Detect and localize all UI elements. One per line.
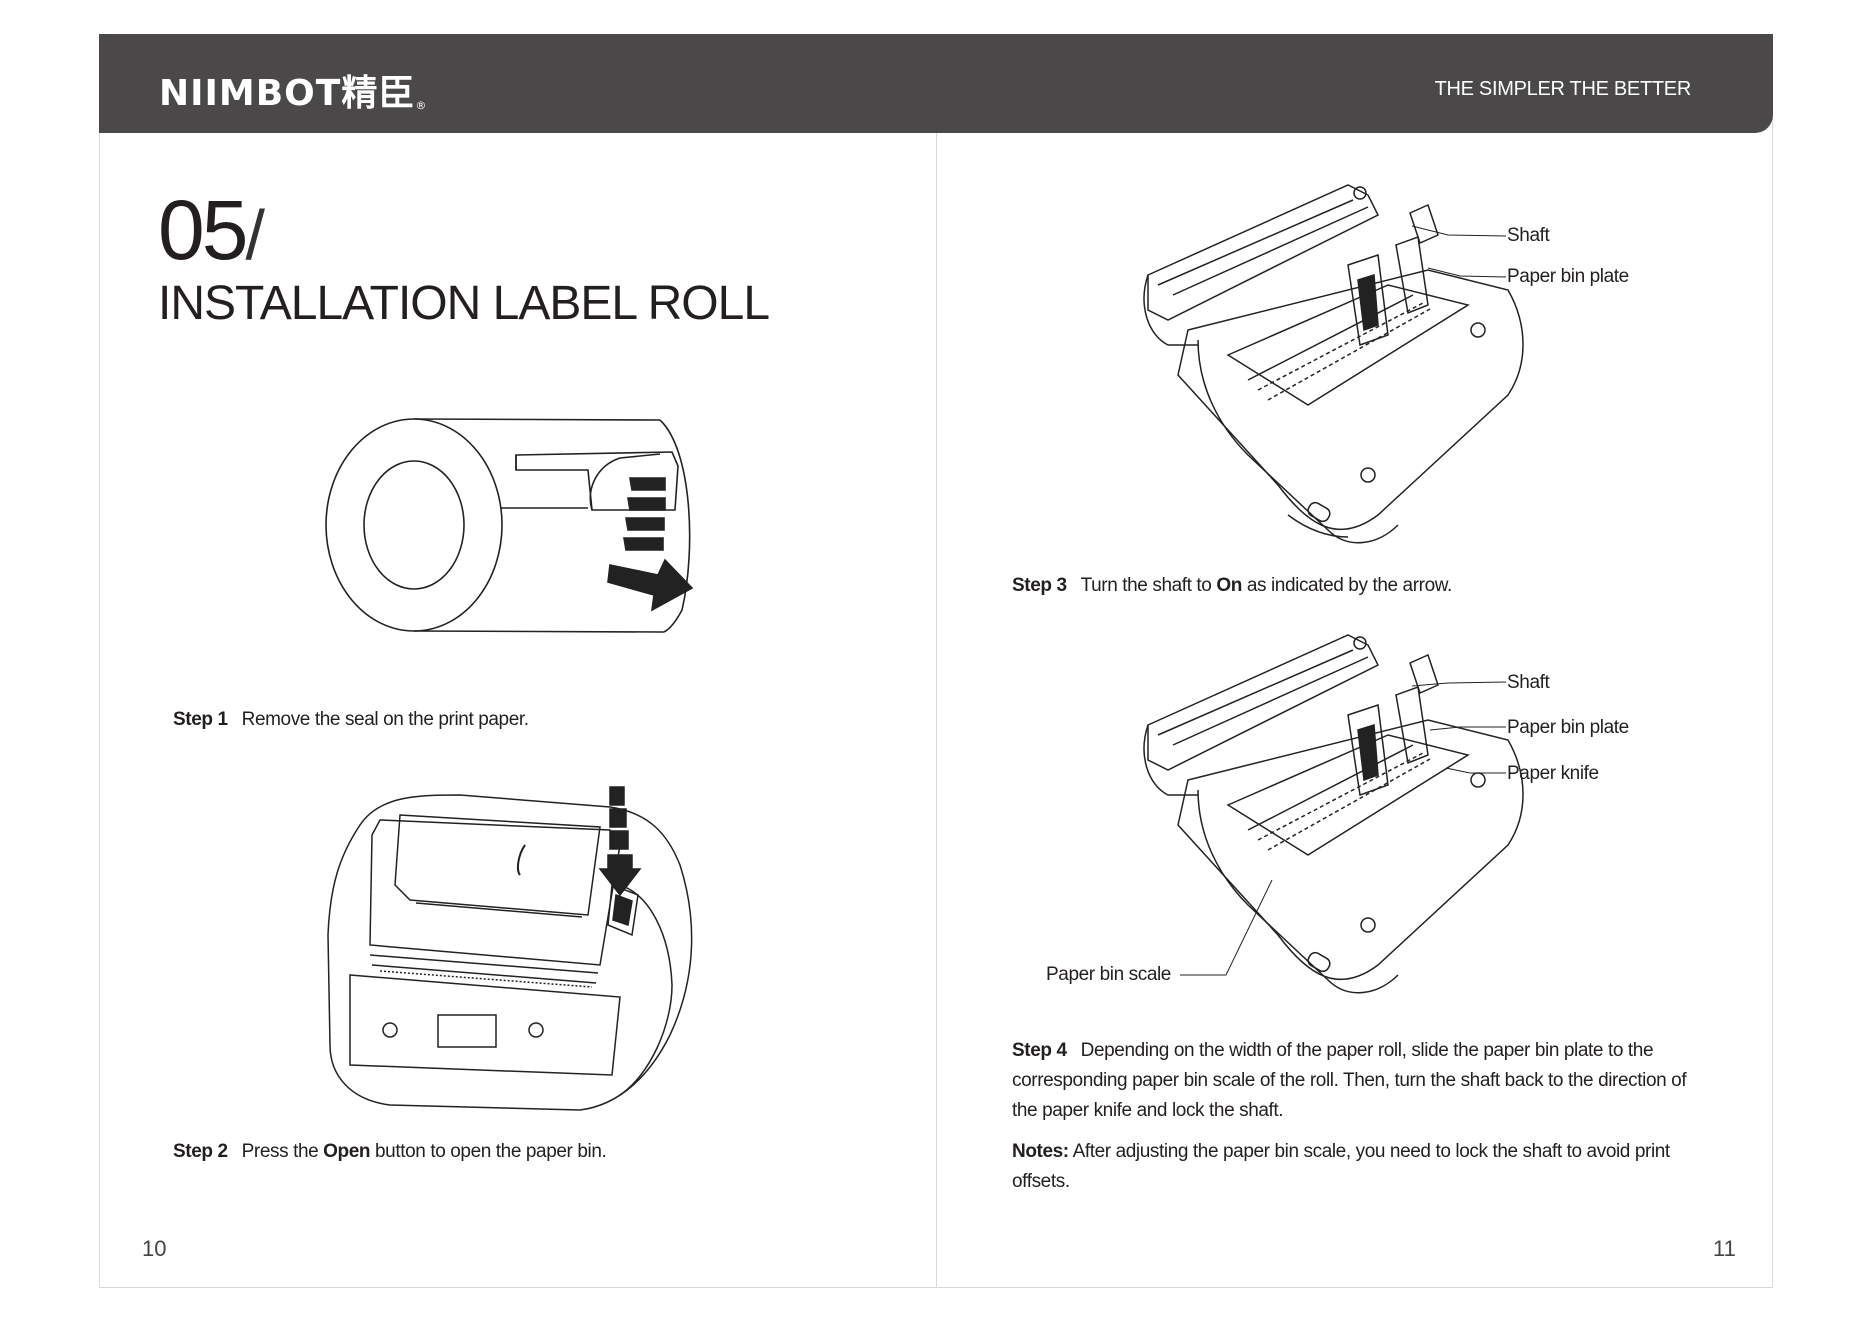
brand-logo: NIIMBOT精臣® <box>159 73 428 114</box>
callout-shaft-step4: Shaft <box>1507 672 1550 693</box>
printer-open-illustration-step3 <box>1138 185 1528 560</box>
callout-shaft-step3: Shaft <box>1507 225 1550 246</box>
chapter-title: INSTALLATION LABEL ROLL <box>158 277 770 330</box>
page-number-left: 10 <box>142 1236 167 1261</box>
callout-paper-knife-step4: Paper knife <box>1507 763 1599 784</box>
page-number-right: 11 <box>1713 1236 1736 1261</box>
printer-open-illustration-step4 <box>1138 635 1528 1010</box>
printer-closed-illustration <box>320 775 710 1120</box>
label-roll-illustration <box>320 410 700 660</box>
notes: Notes: After adjusting the paper bin sca… <box>1012 1141 1670 1192</box>
page-divider <box>936 133 937 1288</box>
callout-paper-bin-plate-step4: Paper bin plate <box>1507 717 1629 738</box>
header-bar: NIIMBOT精臣® THE SIMPLER THE BETTER <box>99 34 1773 133</box>
callout-paper-bin-plate-step3: Paper bin plate <box>1507 266 1629 287</box>
callout-paper-bin-scale-step4: Paper bin scale <box>1046 964 1171 985</box>
chapter-number: 05/ <box>158 183 265 277</box>
tagline: THE SIMPLER THE BETTER <box>1434 78 1692 100</box>
